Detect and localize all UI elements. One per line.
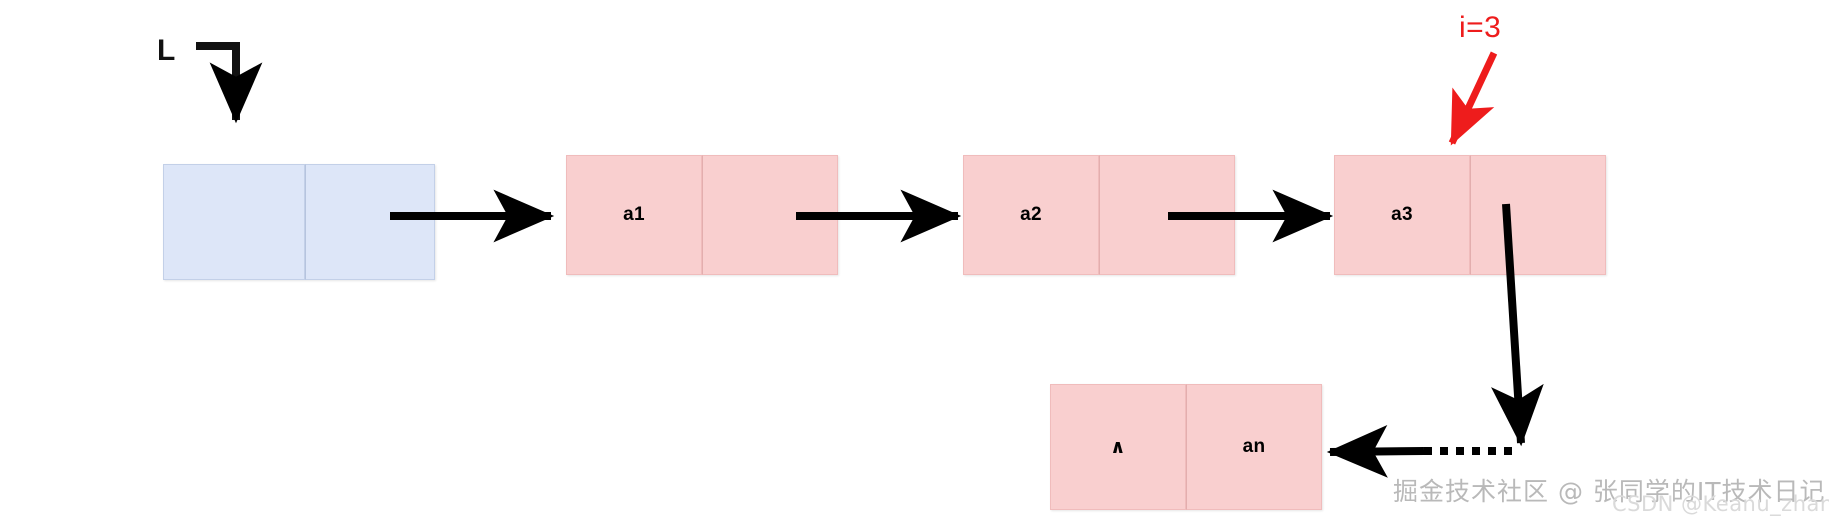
- node-a2-data-cell: a2: [963, 155, 1099, 275]
- node-head-next-cell: [305, 164, 435, 280]
- node-a1: a1: [566, 155, 838, 275]
- node-a1-next-cell: [702, 155, 838, 275]
- node-a3-data-cell: a3: [1334, 155, 1470, 275]
- node-head: [163, 164, 435, 280]
- node-a1-data-cell: a1: [566, 155, 702, 275]
- node-a2-next-cell: [1099, 155, 1235, 275]
- head-pointer-elbow-arrow: [196, 42, 263, 124]
- node-an: ∧ an: [1050, 384, 1322, 510]
- head-pointer-label: L: [157, 34, 176, 67]
- annotation-i-equals-3: i=3: [1459, 11, 1502, 44]
- annotation-arrow-red: [1448, 51, 1498, 146]
- ellipsis-dots: [1424, 447, 1512, 455]
- node-an-data-cell: an: [1186, 384, 1322, 510]
- node-head-data-cell: [163, 164, 305, 280]
- arrow-ellipsis-to-an: [1326, 424, 1425, 478]
- node-a3-next-cell: [1470, 155, 1606, 275]
- node-a2: a2: [963, 155, 1235, 275]
- node-a3: a3: [1334, 155, 1606, 275]
- watermark-primary: 掘金技术社区 @ 张同学的IT技术日记: [1393, 477, 1826, 506]
- watermark-secondary: CSDN @Keanu_zhang: [1612, 492, 1829, 516]
- node-an-null-cell: ∧: [1050, 384, 1186, 510]
